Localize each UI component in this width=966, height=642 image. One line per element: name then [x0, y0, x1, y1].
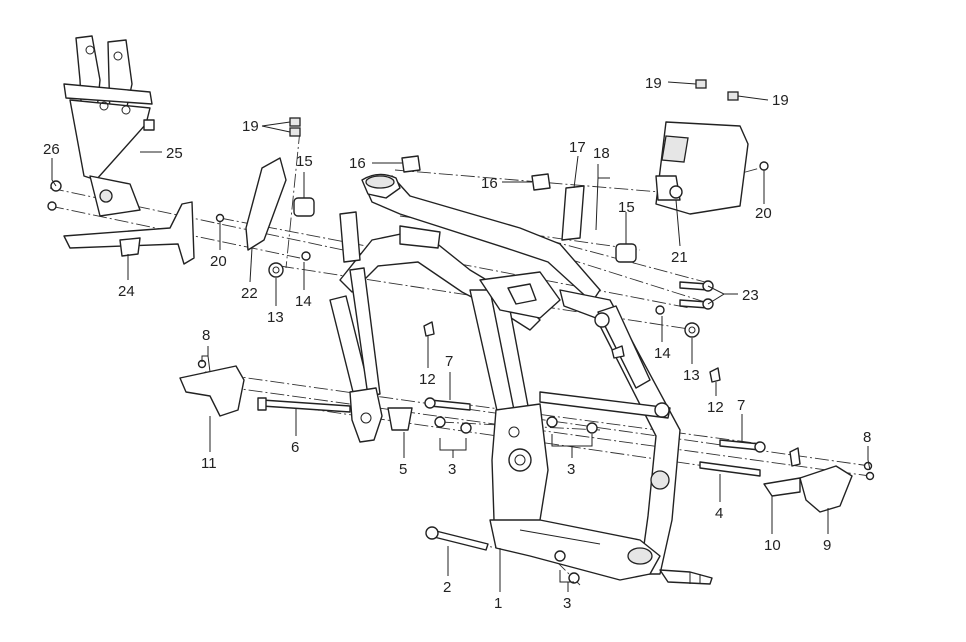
- callout-22: 22: [241, 285, 258, 302]
- callout-10: 10: [764, 537, 781, 554]
- rear-subframe: [63, 35, 195, 265]
- leader-lines: [51, 81, 871, 592]
- callout-13: 13: [267, 309, 284, 326]
- assembly-centerlines: [49, 129, 871, 586]
- callout-3: 3: [448, 461, 456, 478]
- callout-15: 15: [618, 199, 635, 216]
- callout-9: 9: [823, 537, 831, 554]
- battery-box: [655, 79, 769, 215]
- callout-16: 16: [349, 155, 366, 172]
- callout-19: 19: [242, 118, 259, 135]
- callout-16: 16: [481, 175, 498, 192]
- callout-15: 15: [296, 153, 313, 170]
- callout-23: 23: [742, 287, 759, 304]
- callout-18: 18: [593, 145, 610, 162]
- callout-7: 7: [445, 353, 453, 370]
- callout-12: 12: [419, 371, 436, 388]
- callout-12: 12: [707, 399, 724, 416]
- callout-3: 3: [563, 595, 571, 612]
- callout-1: 1: [494, 595, 502, 612]
- callout-21: 21: [671, 249, 688, 266]
- callout-24: 24: [118, 283, 135, 300]
- callout-26: 26: [43, 141, 60, 158]
- callout-13: 13: [683, 367, 700, 384]
- callout-3: 3: [567, 461, 575, 478]
- callout-labels: 1 2 3 3 3 4 5 6 7 7 8 8 9 10 11 12 12 13…: [43, 75, 871, 612]
- callout-7: 7: [737, 397, 745, 414]
- callout-4: 4: [715, 505, 723, 522]
- callout-20: 20: [210, 253, 227, 270]
- callout-8: 8: [863, 429, 871, 446]
- callout-19: 19: [645, 75, 662, 92]
- callout-25: 25: [166, 145, 183, 162]
- callout-2: 2: [443, 579, 451, 596]
- callout-5: 5: [399, 461, 407, 478]
- callout-20: 20: [755, 205, 772, 222]
- callout-11: 11: [201, 455, 217, 472]
- small-parts: [47, 117, 875, 584]
- main-frame: [329, 173, 713, 585]
- callout-14: 14: [654, 345, 671, 362]
- callout-6: 6: [291, 439, 299, 456]
- callout-17: 17: [569, 139, 586, 156]
- callout-19: 19: [772, 92, 789, 109]
- callout-8: 8: [202, 327, 210, 344]
- callout-14: 14: [295, 293, 312, 310]
